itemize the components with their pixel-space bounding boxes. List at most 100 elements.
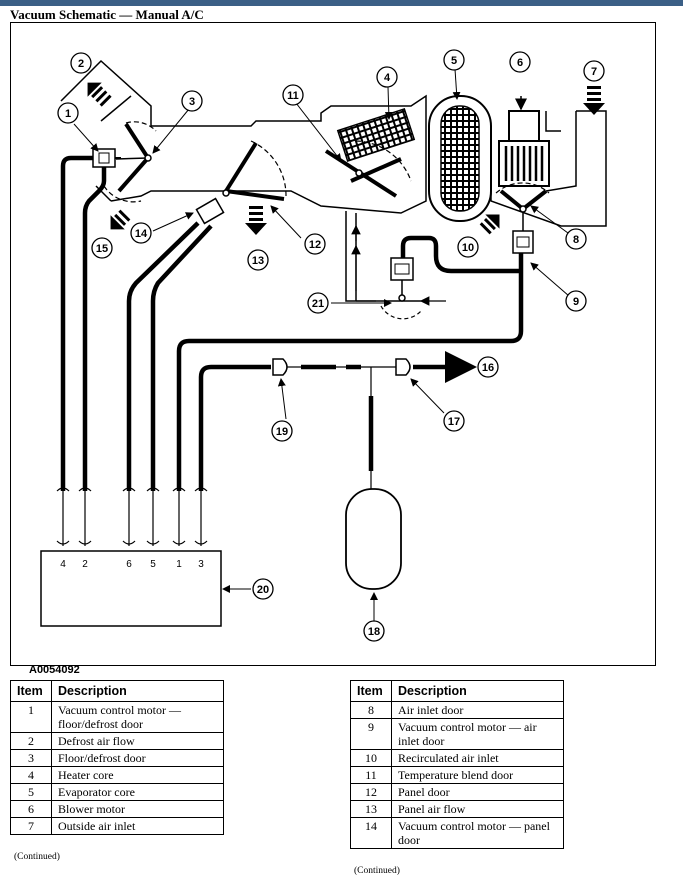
item-description: Floor/defrost door — [51, 749, 224, 767]
item-description: Vacuum control motor — air inlet door — [391, 718, 564, 750]
port-label: 4 — [60, 559, 66, 570]
schematic-svg: 4 2 6 5 1 3 — [40, 49, 607, 642]
item-description: Vacuum control motor — floor/defrost doo… — [51, 701, 224, 733]
callout-label: 14 — [135, 228, 148, 240]
item-description: Outside air inlet — [51, 817, 224, 835]
header-bar — [0, 0, 683, 6]
callout-label: 20 — [257, 584, 269, 596]
port-label: 5 — [150, 559, 156, 570]
item-description: Panel air flow — [391, 800, 564, 818]
callout-label: 5 — [451, 55, 457, 67]
item-description: Panel door — [391, 783, 564, 801]
vacuum-motor-panel — [195, 197, 225, 225]
control-head — [40, 550, 222, 627]
vacuum-motor-floor-defrost — [92, 148, 121, 168]
callout-label: 9 — [573, 296, 579, 308]
item-number: 10 — [350, 749, 392, 767]
callout-label: 3 — [189, 96, 195, 108]
item-number: 1 — [10, 701, 52, 733]
callout-label: 2 — [78, 58, 84, 70]
air-inlet-door — [495, 182, 550, 213]
item-description: Blower motor — [51, 800, 224, 818]
port-labels: 4 2 6 5 1 3 — [60, 559, 204, 570]
vacuum-motor-air-inlet — [512, 213, 534, 254]
callout-label: 8 — [573, 234, 579, 246]
callouts: 1 2 3 4 5 6 7 8 9 10 11 12 13 1 — [57, 49, 605, 642]
callout-label: 19 — [276, 426, 288, 438]
heater-core — [336, 108, 416, 162]
page-title: Vacuum Schematic — Manual A/C — [10, 7, 204, 22]
callout-label: 13 — [252, 255, 264, 267]
callout-label: 21 — [312, 298, 324, 310]
table-header-row: Item Description — [350, 680, 564, 702]
item-number: 8 — [350, 701, 392, 719]
item-description: Temperature blend door — [391, 766, 564, 784]
vacuum-schematic-diagram: 4 2 6 5 1 3 — [10, 22, 656, 676]
item-description: Heater core — [51, 766, 224, 784]
item-number: 7 — [10, 817, 52, 835]
item-number: 9 — [350, 718, 392, 750]
vacuum-hose-thin — [62, 366, 396, 546]
item-description: Recirculated air inlet — [391, 749, 564, 767]
item-description: Evaporator core — [51, 783, 224, 801]
port-label: 6 — [126, 559, 132, 570]
callout-label: 12 — [309, 239, 321, 251]
continued-note-right: (Continued) — [354, 866, 400, 876]
vacuum-hoses — [60, 155, 524, 491]
leader-lines — [73, 68, 570, 621]
item-number: 4 — [10, 766, 52, 784]
callout-label: 4 — [384, 72, 391, 84]
panel-door — [222, 140, 287, 201]
blower-motor — [498, 96, 550, 187]
callout-label: 15 — [96, 243, 108, 255]
evaporator-core — [428, 95, 492, 222]
callout-label: 7 — [591, 66, 597, 78]
item-number: 2 — [10, 732, 52, 750]
column-header-item: Item — [10, 680, 52, 702]
item-number: 6 — [10, 800, 52, 818]
callout-label: 17 — [448, 416, 460, 428]
column-header-description: Description — [51, 680, 224, 702]
vacuum-reservoir — [345, 488, 402, 590]
callout-label: 10 — [462, 242, 474, 254]
column-header-item: Item — [350, 680, 392, 702]
check-valve-17 — [395, 358, 411, 376]
floor-defrost-door — [103, 121, 157, 203]
item-description: Vacuum control motor — panel door — [391, 817, 564, 849]
port-label: 3 — [198, 559, 204, 570]
item-number: 14 — [350, 817, 392, 849]
item-number: 13 — [350, 800, 392, 818]
continued-note-left: (Continued) — [14, 852, 60, 862]
port-label: 2 — [82, 559, 88, 570]
table-header-row: Item Description — [10, 680, 224, 702]
port-label: 1 — [176, 559, 182, 570]
figure-code: A0054092 — [29, 664, 80, 676]
vacuum-motor-item-21 — [380, 257, 422, 320]
column-header-description: Description — [391, 680, 564, 702]
hose-connectors — [56, 487, 208, 545]
callout-label: 16 — [482, 362, 494, 374]
callout-label: 18 — [368, 626, 380, 638]
check-valve-19 — [272, 358, 288, 376]
callout-label: 1 — [65, 108, 71, 120]
item-number: 3 — [10, 749, 52, 767]
item-number: 11 — [350, 766, 392, 784]
callout-label: 6 — [517, 57, 523, 69]
recirc-flow-arrows — [351, 224, 446, 306]
callout-label: 11 — [287, 90, 299, 102]
